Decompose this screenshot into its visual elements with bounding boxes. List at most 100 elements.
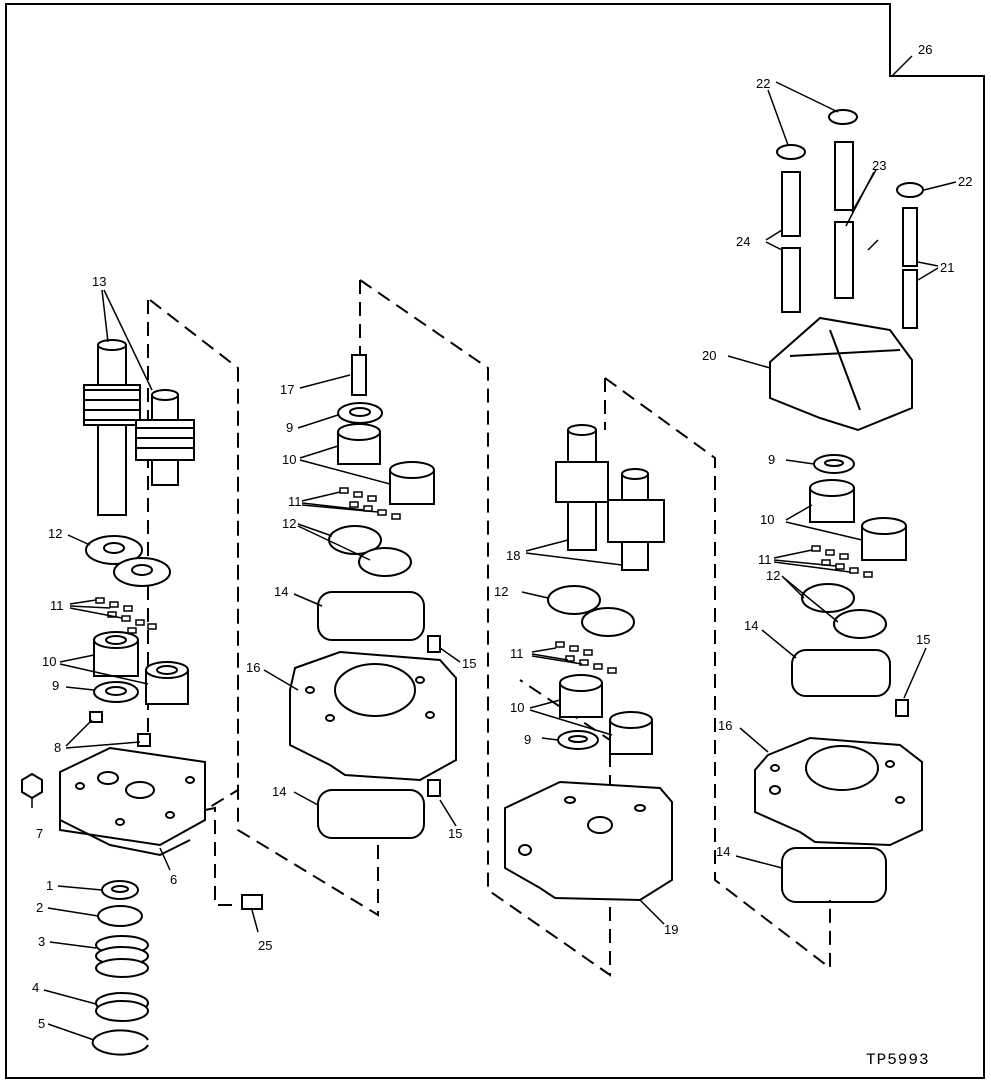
callout-10-far-right: 10 (760, 512, 774, 527)
bushing-plate-far-right (801, 583, 887, 639)
o-ring-2 (97, 905, 143, 927)
bearing-right-a (559, 674, 603, 718)
callout-10-right: 10 (510, 700, 524, 715)
seal-right-top (813, 454, 855, 474)
callout-5: 5 (38, 1016, 45, 1031)
gasket-center-bottom (317, 789, 425, 839)
pin-15c (895, 699, 909, 717)
callout-14-center-bottom: 14 (272, 784, 286, 799)
keys-right (555, 641, 617, 674)
callout-25: 25 (258, 938, 272, 953)
seal-left (93, 681, 139, 703)
bearing-center-a (337, 423, 381, 465)
callout-12-right: 12 (494, 584, 508, 599)
callout-10-center: 10 (282, 452, 296, 467)
seal-right (557, 730, 599, 750)
washers-22 (776, 109, 924, 198)
callout-22-top: 22 (756, 76, 770, 91)
gasket-right-bottom (781, 847, 887, 903)
callout-11-center: 11 (288, 494, 302, 509)
driven-shaft-short (135, 389, 195, 486)
bearing-left-a (93, 631, 139, 677)
callout-11-right: 11 (510, 646, 524, 661)
screws (89, 711, 151, 747)
callout-12-far-right: 12 (766, 568, 780, 583)
spring-3 (95, 935, 149, 978)
callout-15-right: 15 (916, 632, 930, 647)
frame-border (5, 3, 985, 1079)
callout-14-center-top: 14 (274, 584, 288, 599)
callout-6: 6 (170, 872, 177, 887)
callout-22-right: 22 (958, 174, 972, 189)
alignment-guides (147, 279, 831, 977)
callout-12-left: 12 (48, 526, 62, 541)
drive-shaft-long (83, 339, 141, 516)
keys-far-right (811, 545, 873, 578)
callout-11-left: 11 (50, 598, 64, 613)
notch-leader (891, 55, 913, 77)
callout-17: 17 (280, 382, 294, 397)
callout-19: 19 (664, 922, 678, 937)
callout-23: 23 (872, 158, 886, 173)
springs-23 (834, 141, 854, 299)
callout-15-center-bottom: 15 (448, 826, 462, 841)
callout-20: 20 (702, 348, 716, 363)
shafts-18 (555, 424, 665, 571)
mounting-flange (59, 746, 206, 857)
bearing-right-d (861, 517, 907, 561)
bearing-right-b (609, 711, 653, 755)
pin-15a (427, 635, 441, 653)
callout-1: 1 (46, 878, 53, 893)
callout-3: 3 (38, 934, 45, 949)
callout-2: 2 (36, 900, 43, 915)
callout-26: 26 (918, 42, 932, 57)
pin-17 (351, 354, 367, 396)
figure-id: TP5993 (866, 1051, 930, 1069)
snap-ring-5 (91, 1029, 149, 1056)
gasket-center-top (317, 591, 425, 641)
bushing-plate-left (85, 535, 171, 587)
bearing-right-c (809, 479, 855, 523)
callout-11-far-right: 11 (758, 552, 772, 567)
callout-14-right-top: 14 (744, 618, 758, 633)
callout-9-right: 9 (524, 732, 531, 747)
valve-cover-20 (769, 316, 913, 432)
housing-right (754, 736, 923, 847)
nut (21, 772, 43, 800)
callout-15-center-top: 15 (462, 656, 476, 671)
plug (241, 894, 263, 910)
keys-left (95, 597, 157, 634)
bearing-left-b (145, 661, 189, 705)
housing-center (289, 650, 457, 782)
callout-24: 24 (736, 234, 750, 249)
end-cover-19 (504, 780, 673, 902)
gasket-right-top (791, 649, 891, 697)
callout-18: 18 (506, 548, 520, 563)
callout-9-left: 9 (52, 678, 59, 693)
seal-center-a (337, 402, 383, 424)
callout-8: 8 (54, 740, 61, 755)
callout-21: 21 (940, 260, 954, 275)
callout-10-left: 10 (42, 654, 56, 669)
leader-lines (31, 81, 957, 1041)
valves-21 (902, 207, 918, 329)
seal-ring-4 (95, 992, 149, 1022)
callout-13: 13 (92, 274, 106, 289)
bushing-plate-right (547, 585, 635, 637)
bushing-plate-center (328, 525, 412, 577)
callout-14-right-bottom: 14 (716, 844, 730, 859)
callout-labels: 1 2 3 4 5 6 7 8 9 10 11 12 13 17 9 10 11… (32, 42, 972, 1031)
springs-24 (781, 171, 801, 313)
callout-9-center: 9 (286, 420, 293, 435)
callout-7: 7 (36, 826, 43, 841)
callout-9-far-right: 9 (768, 452, 775, 467)
washer-1 (101, 880, 139, 900)
callout-16-center: 16 (246, 660, 260, 675)
bearing-center-b (389, 461, 435, 505)
callout-12-center: 12 (282, 516, 296, 531)
pin-15b (427, 779, 441, 797)
callout-4: 4 (32, 980, 39, 995)
keys-center (339, 487, 401, 520)
